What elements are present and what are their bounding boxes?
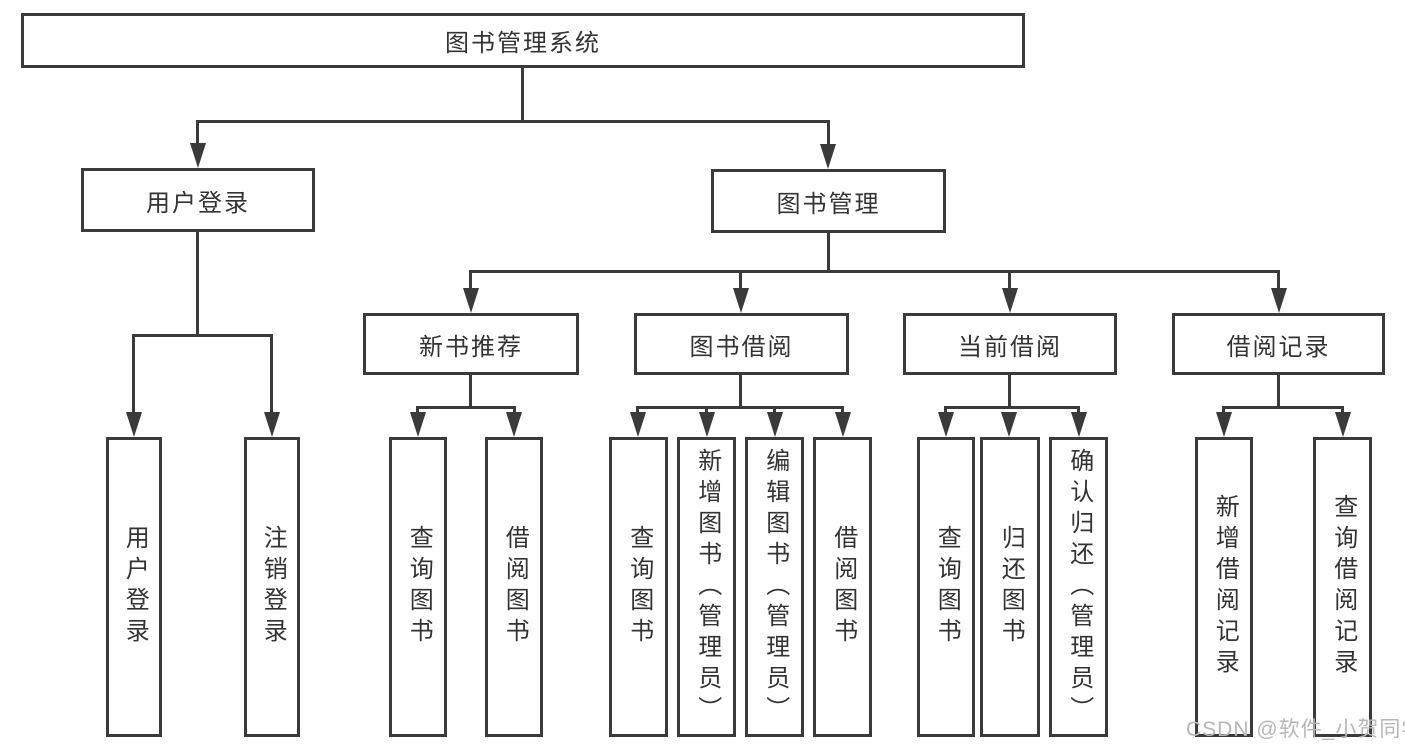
arrowhead-down-icon xyxy=(767,412,783,437)
connector-line xyxy=(1277,270,1280,300)
leaf-user-login-label: 用户登录 xyxy=(121,525,149,649)
connector-line xyxy=(944,406,1080,409)
leaf-query-books-borrowing: 查询图书 xyxy=(609,437,668,737)
connector-line xyxy=(827,120,830,155)
node-book-management: 图书管理 xyxy=(711,169,946,233)
leaf-query-books-current: 查询图书 xyxy=(917,437,975,737)
arrowhead-down-icon xyxy=(264,412,280,437)
node-borrowing-records: 借阅记录 xyxy=(1172,313,1385,375)
leaf-add-borrow-record: 新增借阅记录 xyxy=(1195,437,1253,737)
leaf-borrow-books-recommend: 借阅图书 xyxy=(485,437,543,737)
arrowhead-down-icon xyxy=(1071,412,1087,437)
leaf-query-books-recommend-label: 查询图书 xyxy=(405,525,433,649)
arrowhead-down-icon xyxy=(506,412,522,437)
csdn-watermark: CSDN @软件_小贺同学 xyxy=(1186,718,1405,741)
leaf-borrow-books-borrowing: 借阅图书 xyxy=(813,437,872,737)
node-library-system: 图书管理系统 xyxy=(21,13,1025,68)
arrowhead-down-icon xyxy=(1001,412,1017,437)
node-new-book-recommend: 新书推荐 xyxy=(363,313,579,375)
leaf-add-borrow-record-label: 新增借阅记录 xyxy=(1211,494,1239,680)
arrowhead-down-icon xyxy=(126,412,142,437)
node-library-system-label: 图书管理系统 xyxy=(445,30,601,57)
leaf-query-books-current-label: 查询图书 xyxy=(933,525,961,649)
leaf-add-books-admin-label: 新增图书（管理员） xyxy=(693,447,721,727)
leaf-query-books-recommend: 查询图书 xyxy=(389,437,447,737)
arrowhead-down-icon xyxy=(733,288,749,313)
leaf-borrow-books-borrowing-label: 借阅图书 xyxy=(829,525,857,649)
node-current-borrowing: 当前借阅 xyxy=(903,313,1117,375)
node-borrowing-records-label: 借阅记录 xyxy=(1226,333,1331,361)
leaf-query-borrow-record-label: 查询借阅记录 xyxy=(1329,494,1357,680)
connector-line xyxy=(469,270,1280,273)
arrowhead-down-icon xyxy=(835,412,851,437)
leaf-return-books-label: 归还图书 xyxy=(997,525,1025,649)
leaf-return-books: 归还图书 xyxy=(980,437,1040,737)
connector-line xyxy=(1008,375,1011,406)
arrowhead-down-icon xyxy=(190,143,206,168)
leaf-logout: 注销登录 xyxy=(244,437,300,737)
connector-line xyxy=(196,232,199,334)
leaf-confirm-return-admin: 确认归还（管理员） xyxy=(1049,437,1108,737)
connector-line xyxy=(1222,406,1344,409)
connector-line xyxy=(196,120,199,154)
arrowhead-down-icon xyxy=(820,144,836,169)
connector-line xyxy=(416,406,516,409)
arrowhead-down-icon xyxy=(699,412,715,437)
connector-line xyxy=(1008,270,1011,300)
connector-line xyxy=(1277,375,1280,406)
node-user-login-label: 用户登录 xyxy=(146,189,250,217)
leaf-logout-label: 注销登录 xyxy=(259,525,287,649)
connector-line xyxy=(521,68,524,120)
connector-line xyxy=(469,375,472,406)
arrowhead-down-icon xyxy=(1216,412,1232,437)
arrowhead-down-icon xyxy=(1271,288,1287,313)
leaf-query-books-borrowing-label: 查询图书 xyxy=(625,525,653,649)
arrowhead-down-icon xyxy=(1335,412,1351,437)
connector-line xyxy=(827,233,830,270)
connector-line xyxy=(196,120,830,123)
node-book-borrowing: 图书借阅 xyxy=(634,313,849,375)
connector-line xyxy=(132,334,135,427)
leaf-add-books-admin: 新增图书（管理员） xyxy=(677,437,736,737)
leaf-confirm-return-admin-label: 确认归还（管理员） xyxy=(1065,447,1093,727)
connector-line xyxy=(132,334,273,337)
arrowhead-down-icon xyxy=(630,412,646,437)
node-user-login: 用户登录 xyxy=(81,168,315,232)
node-new-book-recommend-label: 新书推荐 xyxy=(419,333,523,361)
leaf-edit-books-admin-label: 编辑图书（管理员） xyxy=(761,447,789,727)
arrowhead-down-icon xyxy=(410,412,426,437)
node-book-borrowing-label: 图书借阅 xyxy=(689,333,794,361)
connector-line xyxy=(270,334,273,427)
connector-line xyxy=(739,270,742,300)
leaf-borrow-books-recommend-label: 借阅图书 xyxy=(501,525,529,649)
leaf-edit-books-admin: 编辑图书（管理员） xyxy=(745,437,804,737)
node-book-management-label: 图书管理 xyxy=(776,190,881,218)
arrowhead-down-icon xyxy=(938,412,954,437)
connector-line xyxy=(469,270,472,300)
arrowhead-down-icon xyxy=(463,288,479,313)
connector-line xyxy=(636,406,844,409)
node-current-borrowing-label: 当前借阅 xyxy=(958,333,1062,361)
connector-line xyxy=(739,375,742,406)
leaf-query-borrow-record: 查询借阅记录 xyxy=(1313,437,1372,737)
leaf-user-login: 用户登录 xyxy=(106,437,162,737)
arrowhead-down-icon xyxy=(1002,288,1018,313)
